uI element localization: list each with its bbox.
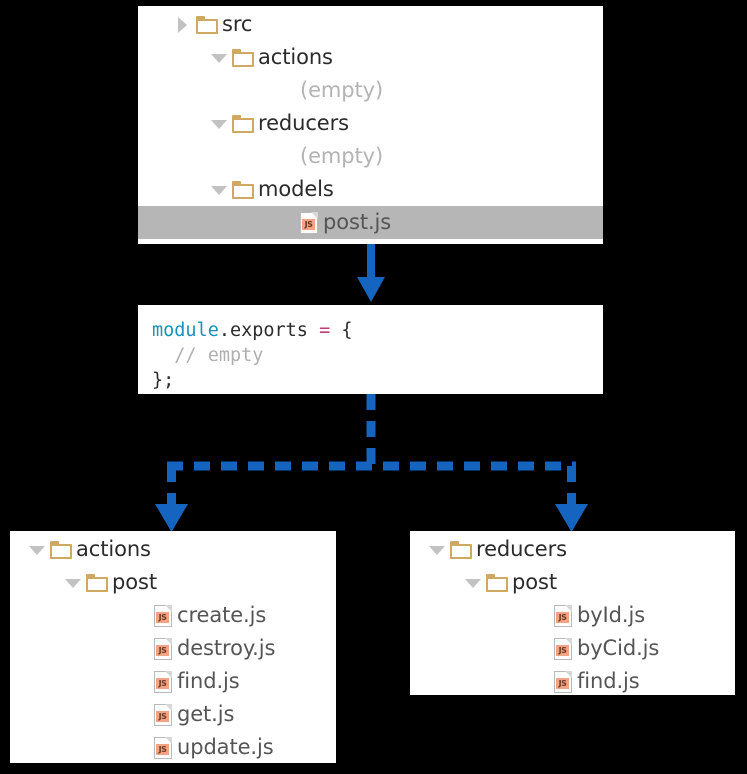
folder-icon — [196, 15, 218, 34]
tree-spacer — [278, 148, 296, 166]
js-file-icon: JS — [554, 637, 572, 660]
tree-row-label: actions — [258, 45, 333, 69]
js-file-icon: JS — [154, 670, 172, 693]
folder-icon — [486, 573, 508, 592]
code-token-module: module — [152, 320, 219, 341]
folder-icon — [232, 180, 254, 199]
tree-row-label: update.js — [177, 735, 274, 759]
code-to-reducers-arrowhead — [555, 504, 588, 532]
tree-row-label: reducers — [258, 111, 349, 135]
tree-spacer — [532, 673, 550, 691]
tree-row-label: destroy.js — [177, 636, 276, 660]
js-file-icon: JS — [300, 211, 318, 234]
tree-row-post[interactable]: post — [410, 566, 735, 599]
tree-spacer — [132, 607, 150, 625]
tree-row--empty-[interactable]: (empty) — [138, 74, 603, 107]
js-file-icon: JS — [554, 604, 572, 627]
tree-spacer — [532, 607, 550, 625]
tree-row-label: find.js — [577, 669, 640, 693]
folder-icon — [232, 114, 254, 133]
tree-row-reducers[interactable]: reducers — [138, 107, 603, 140]
tree-spacer — [132, 640, 150, 658]
tree-row--empty-[interactable]: (empty) — [138, 140, 603, 173]
folder-icon — [450, 540, 472, 559]
chevron-down-icon[interactable] — [464, 574, 482, 592]
tree-row-actions[interactable]: actions — [138, 41, 603, 74]
tree-spacer — [278, 214, 296, 232]
tree-row-label: post — [112, 570, 157, 594]
tree-row-label: create.js — [177, 603, 267, 627]
tree-row-models[interactable]: models — [138, 173, 603, 206]
chevron-down-icon[interactable] — [428, 541, 446, 559]
js-file-icon: JS — [154, 604, 172, 627]
chevron-down-icon[interactable] — [210, 49, 228, 67]
code-token-close: }; — [152, 370, 175, 391]
chevron-down-icon[interactable] — [28, 541, 46, 559]
tree-spacer — [132, 739, 150, 757]
tree-spacer — [132, 706, 150, 724]
code-token-open-brace: { — [341, 320, 353, 341]
folder-icon — [86, 573, 108, 592]
tree-row-label: find.js — [177, 669, 240, 693]
code-to-actions-arrowhead — [155, 504, 188, 532]
tree-row-actions[interactable]: actions — [10, 533, 336, 566]
tree-row-label: post.js — [323, 210, 392, 234]
tree-row-src[interactable]: src — [138, 8, 603, 41]
code-token-comment: // empty — [174, 345, 264, 366]
code-to-branch-connector — [167, 394, 576, 511]
tree-row-label: post — [512, 570, 557, 594]
tree-row-label: byCid.js — [577, 636, 660, 660]
code-panel[interactable]: module.exports = { // empty }; — [138, 305, 603, 394]
tree-spacer — [132, 673, 150, 691]
tree-to-code-arrow — [357, 243, 385, 302]
code-token-operator: = — [319, 320, 331, 341]
tree-row-label: src — [222, 12, 253, 36]
tree-row-label: actions — [76, 537, 151, 561]
tree-row-label: get.js — [177, 702, 235, 726]
tree-row-post[interactable]: post — [10, 566, 336, 599]
folder-icon — [50, 540, 72, 559]
chevron-right-icon[interactable] — [174, 16, 192, 34]
tree-spacer — [532, 640, 550, 658]
tree-row-label: (empty) — [300, 78, 384, 102]
chevron-down-icon[interactable] — [210, 115, 228, 133]
js-file-icon: JS — [154, 736, 172, 759]
tree-row-label: reducers — [476, 537, 567, 561]
code-token-property: .exports — [218, 320, 308, 341]
js-file-icon: JS — [554, 670, 572, 693]
chevron-down-icon[interactable] — [64, 574, 82, 592]
folder-icon — [232, 48, 254, 67]
tree-row-label: byId.js — [577, 603, 646, 627]
code-content: module.exports = { // empty }; — [138, 305, 603, 394]
tree-row-label: models — [258, 177, 334, 201]
tree-row-label: (empty) — [300, 144, 384, 168]
tree-spacer — [278, 82, 296, 100]
chevron-down-icon[interactable] — [210, 181, 228, 199]
js-file-icon: JS — [154, 637, 172, 660]
js-file-icon: JS — [154, 703, 172, 726]
tree-row-reducers[interactable]: reducers — [410, 533, 735, 566]
